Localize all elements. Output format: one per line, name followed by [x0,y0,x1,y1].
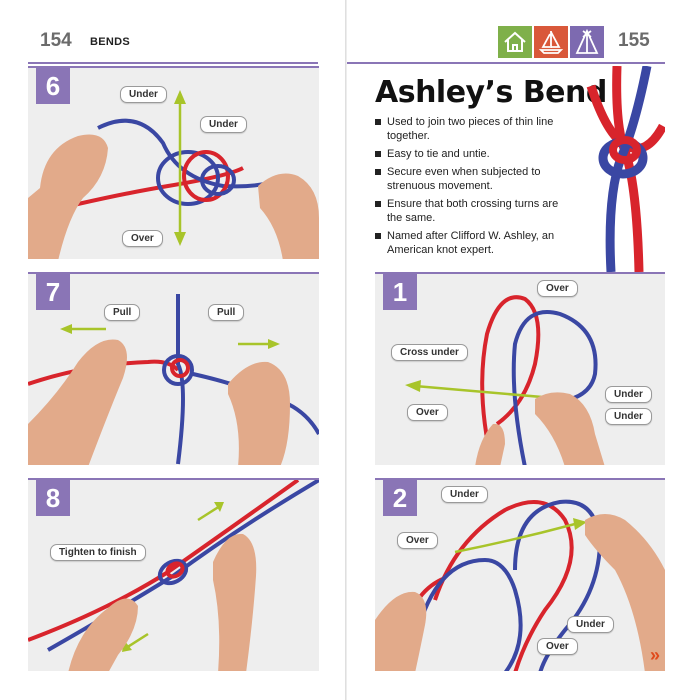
fact-item: Named after Clifford W. Ashley, an Ameri… [375,229,575,257]
step-8-badge: 8 [36,480,70,516]
step-6-panel: 6 Under Under Over [28,66,319,259]
next-page-arrow[interactable]: » [649,645,660,665]
step-7-badge: 7 [36,274,70,310]
step-2-badge: 2 [383,480,417,516]
fact-item: Used to join two pieces of thin line tog… [375,115,575,143]
step-8-illustration [28,480,319,671]
fact-item: Easy to tie and untie. [375,147,575,161]
callout-over: Over [407,404,448,421]
step-1-illustration [405,295,605,465]
step-1-badge: 1 [383,274,417,310]
callout-under: Under [567,616,614,633]
header-rule [347,62,665,64]
step-8-panel: 8 Tighten to finish [28,478,319,671]
step-1-panel: 1 Over Cross under Under Over Under [375,272,665,465]
callout-under: Under [605,408,652,425]
sailboat-icon [534,26,568,58]
left-page: 154 BENDS 6 Under Under Over [0,0,346,700]
callout-over: Over [397,532,438,549]
header-rule [28,62,318,64]
callout-cross-under: Cross under [391,344,468,361]
house-icon [498,26,532,58]
step-7-panel: 7 Pull Pull [28,272,319,465]
callout-under: Under [441,486,488,503]
section-label: BENDS [90,36,131,48]
right-page-number: 155 [618,30,650,51]
step-2-panel: 2 Under Over Under Over [375,478,665,671]
callout-over: Over [537,280,578,297]
fact-item: Ensure that both crossing turns are the … [375,197,575,225]
step-2-illustration [375,499,665,671]
left-page-number: 154 [40,30,72,51]
callout-over: Over [537,638,578,655]
step-6-illustration [28,90,319,259]
callout-tighten-to-finish: Tighten to finish [50,544,146,561]
callout-over: Over [122,230,163,247]
fact-item: Secure even when subjected to strenuous … [375,165,575,193]
callout-under: Under [200,116,247,133]
tent-icon [570,26,604,58]
callout-under: Under [120,86,167,103]
callout-pull: Pull [208,304,245,321]
callout-pull: Pull [104,304,141,321]
step-7-illustration [28,294,319,465]
step-6-badge: 6 [36,68,70,104]
fact-list: Used to join two pieces of thin line tog… [375,115,575,261]
callout-under: Under [605,386,652,403]
book-gutter [345,0,347,700]
finished-knot-image [586,66,665,272]
right-page: 155 Ashley’s Bend Used to join two piece… [347,0,694,700]
page-title: Ashley’s Bend [375,75,607,110]
